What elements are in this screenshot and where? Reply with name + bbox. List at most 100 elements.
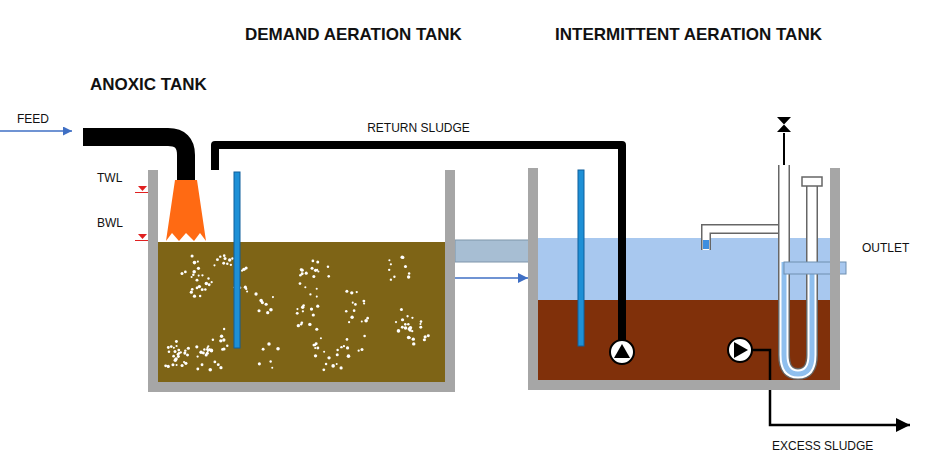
- air-bubble: [314, 354, 317, 357]
- air-bubble: [212, 339, 214, 341]
- air-bubble: [191, 254, 194, 257]
- air-bubble: [350, 291, 353, 294]
- air-bubble: [186, 354, 189, 357]
- air-bubble: [310, 307, 313, 310]
- valve-stem: [783, 133, 785, 165]
- air-bubble: [400, 256, 403, 259]
- air-bubble: [424, 335, 427, 338]
- air-bubble: [201, 274, 203, 276]
- air-bubble: [269, 308, 273, 312]
- air-bubble: [176, 364, 178, 366]
- air-bubble: [204, 288, 206, 290]
- pump-symbol: [610, 340, 634, 364]
- air-bubble: [390, 263, 392, 265]
- air-bubble: [331, 364, 335, 368]
- air-bubble: [316, 296, 318, 298]
- air-bubble: [300, 321, 303, 324]
- transfer-pipe: [455, 240, 530, 262]
- air-bubble: [171, 363, 174, 366]
- air-bubble: [345, 290, 348, 293]
- air-bubble: [296, 308, 298, 310]
- air-bubble: [267, 342, 270, 345]
- pump-arrow: [614, 344, 630, 358]
- plant-label: BWL: [97, 216, 123, 230]
- air-bubble: [174, 359, 177, 362]
- air-bubble: [241, 270, 243, 272]
- air-bubble: [327, 275, 330, 278]
- air-bubble: [397, 329, 401, 333]
- feed-arrow: [0, 130, 72, 132]
- air-bubble: [259, 299, 263, 303]
- valve-symbol: [777, 117, 791, 132]
- air-bubble: [208, 283, 211, 286]
- air-bubble: [207, 277, 209, 279]
- air-bubble: [311, 267, 314, 270]
- air-bubble: [419, 326, 422, 329]
- air-bubble: [312, 313, 315, 316]
- air-bubble: [183, 352, 186, 355]
- air-bubble: [164, 364, 167, 367]
- air-bubble: [196, 355, 198, 357]
- air-bubble: [201, 288, 204, 291]
- air-bubble: [197, 267, 200, 270]
- air-bubble: [343, 345, 345, 347]
- air-bubble: [177, 355, 180, 358]
- air-bubble: [336, 353, 339, 356]
- pump-arrow: [734, 342, 748, 358]
- air-bubble: [213, 361, 216, 364]
- air-bubble: [180, 272, 183, 275]
- air-bubbles: [164, 254, 430, 371]
- air-bubble: [423, 338, 426, 341]
- air-bubble: [175, 345, 177, 347]
- air-bubble: [409, 329, 412, 332]
- air-bubble: [348, 321, 350, 323]
- air-bubble: [356, 291, 358, 293]
- air-bubble: [407, 336, 410, 339]
- air-bubble: [209, 349, 211, 351]
- air-bubble: [363, 302, 365, 304]
- air-bubble: [296, 312, 299, 315]
- air-bubble: [299, 282, 302, 285]
- air-bubble: [390, 278, 392, 280]
- skimmer-inlet: [703, 240, 709, 249]
- plant-label: OUTLET: [862, 241, 909, 255]
- air-bubble: [175, 340, 178, 343]
- air-bubble: [272, 296, 274, 298]
- air-bubble: [199, 295, 201, 297]
- air-bubble: [220, 335, 223, 338]
- air-bubble: [297, 324, 300, 327]
- outlet-water: [784, 262, 812, 374]
- air-bubble: [265, 303, 268, 306]
- air-bubble: [406, 315, 408, 317]
- air-bubble: [325, 363, 327, 365]
- air-bubble: [223, 328, 225, 330]
- air-bubble: [226, 263, 228, 265]
- air-bubble: [427, 334, 430, 337]
- air-bubble: [322, 368, 325, 371]
- air-bubble: [216, 258, 219, 261]
- air-bubble: [358, 350, 360, 352]
- air-bubble: [184, 362, 187, 365]
- air-bubble: [180, 351, 182, 353]
- air-bubble: [388, 269, 390, 271]
- air-bubble: [346, 346, 349, 349]
- air-bubble: [346, 338, 349, 341]
- air-bubble: [187, 347, 190, 350]
- tank: INTERMITTENT AERATION TANK: [528, 168, 840, 390]
- air-bubble: [316, 347, 319, 350]
- air-bubble: [193, 261, 197, 265]
- air-bubble: [302, 304, 305, 307]
- air-bubble: [388, 259, 390, 261]
- air-bubble: [231, 257, 234, 260]
- air-bubble: [245, 288, 247, 290]
- air-bubble: [197, 261, 199, 263]
- air-bubble: [354, 303, 357, 306]
- air-bubble: [198, 285, 201, 288]
- air-bubble: [313, 344, 316, 347]
- tank-heading: INTERMITTENT AERATION TANK: [555, 25, 822, 45]
- air-bubble: [327, 265, 329, 267]
- air-bubble: [184, 349, 186, 351]
- air-bubble: [409, 337, 411, 339]
